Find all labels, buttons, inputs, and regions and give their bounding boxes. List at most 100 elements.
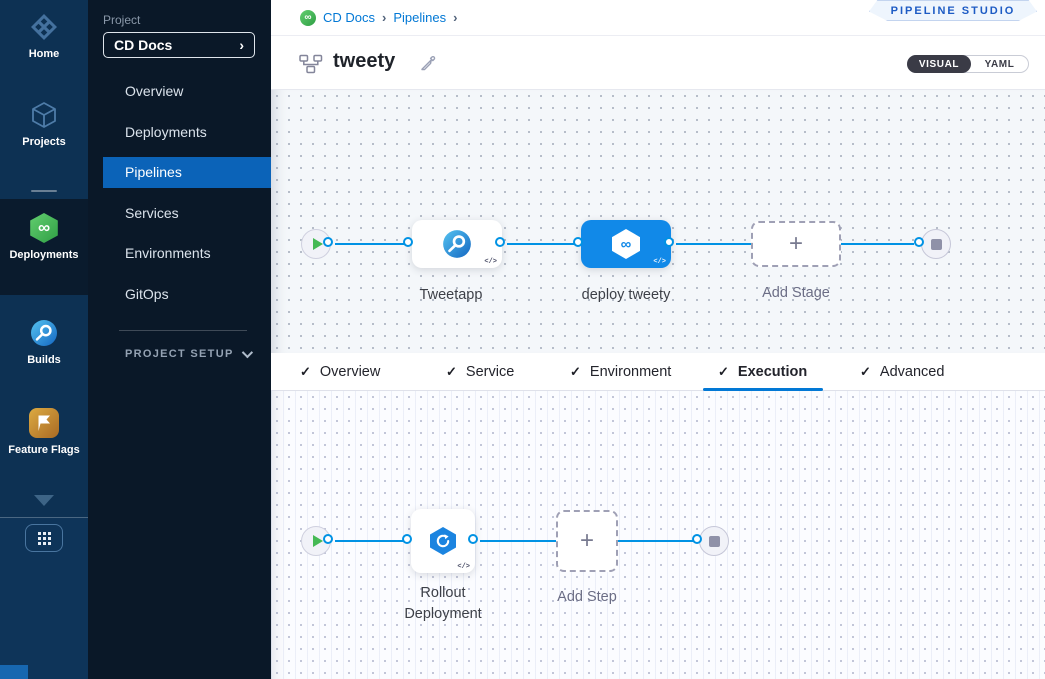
project-section-label: Project	[103, 13, 141, 27]
code-icon[interactable]: </>	[653, 258, 666, 266]
stage-node-deploy-tweety[interactable]: ∞ </>	[581, 220, 671, 268]
toggle-yaml[interactable]: YAML	[984, 58, 1015, 70]
sidebar-item-home[interactable]: Home	[0, 12, 88, 60]
build-stage-icon	[443, 230, 471, 258]
project-selector-value: CD Docs	[114, 37, 173, 53]
check-icon: ✓	[300, 364, 311, 379]
add-step-button[interactable]: +	[556, 510, 618, 572]
step-node-rollout-deployment[interactable]: </>	[411, 509, 475, 573]
edit-pencil-icon[interactable]	[418, 53, 438, 73]
sidebar-item-label: Builds	[27, 354, 61, 366]
home-diamond-icon	[31, 14, 57, 40]
pipeline-title: tweety	[333, 50, 396, 72]
sidebar-item-pipelines[interactable]: Pipelines	[103, 157, 271, 188]
connector-port[interactable]	[403, 237, 413, 247]
sidebar-item-label: Deployments	[9, 249, 79, 261]
cd-stage-icon: ∞	[612, 229, 640, 259]
active-tab-underline	[703, 388, 823, 391]
breadcrumb-separator: ›	[382, 10, 387, 25]
connector-line	[335, 243, 405, 245]
code-icon[interactable]: </>	[457, 563, 470, 571]
project-sidebar: Project CD Docs › Overview Deployments P…	[88, 0, 271, 679]
code-icon[interactable]: </>	[484, 258, 497, 266]
connector-line	[480, 540, 556, 542]
sidebar-item-label: Projects	[22, 136, 66, 148]
breadcrumb-project-link[interactable]: CD Docs	[323, 10, 376, 25]
tab-service[interactable]: ✓ Service	[446, 364, 515, 380]
connector-line	[507, 243, 575, 245]
project-setup-toggle[interactable]: PROJECT SETUP	[125, 346, 254, 360]
sidebar-item-projects[interactable]: Projects	[0, 100, 88, 148]
tab-overview[interactable]: ✓ Overview	[300, 364, 381, 380]
tab-execution[interactable]: ✓ Execution	[718, 364, 808, 380]
add-step-label: Add Step	[557, 589, 617, 605]
connector-line	[676, 243, 751, 245]
plus-icon: +	[579, 527, 594, 554]
breadcrumb-pipelines-link[interactable]: Pipelines	[393, 10, 447, 25]
connector-port[interactable]	[468, 534, 478, 544]
grid-icon	[37, 531, 51, 545]
sidebar-item-deployments-project[interactable]: Deployments	[125, 124, 207, 140]
sidebar-divider	[119, 330, 247, 331]
sidebar-item-environments[interactable]: Environments	[125, 245, 211, 261]
nav-more-chevron-icon[interactable]	[34, 495, 54, 506]
cd-deployments-icon: ∞	[30, 213, 58, 243]
connector-port[interactable]	[692, 534, 702, 544]
execution-end-node[interactable]	[699, 526, 729, 556]
project-selector[interactable]: CD Docs ›	[103, 32, 255, 58]
connector-port[interactable]	[664, 237, 674, 247]
sidebar-item-builds[interactable]: Builds	[0, 318, 88, 366]
chevron-down-icon	[241, 346, 254, 359]
connector-port[interactable]	[402, 534, 412, 544]
connector-port[interactable]	[495, 237, 505, 247]
pipeline-studio-badge: PIPELINE STUDIO	[869, 0, 1037, 21]
apps-grid-button[interactable]	[25, 524, 63, 552]
connector-port[interactable]	[914, 237, 924, 247]
bottom-left-accent	[0, 665, 28, 679]
connector-port[interactable]	[573, 237, 583, 247]
view-toggle[interactable]: VISUAL YAML	[907, 55, 1029, 73]
stage-node-tweetapp[interactable]: </>	[412, 220, 502, 268]
sidebar-item-feature-flags[interactable]: Feature Flags	[0, 408, 88, 456]
execution-canvas[interactable]: </> + Rollout Deployment Add Step	[271, 391, 1045, 679]
connector-line	[618, 540, 694, 542]
toggle-visual[interactable]: VISUAL	[907, 55, 971, 73]
connector-line	[335, 540, 404, 542]
stage-config-tabs: ✓ Overview ✓ Service ✓ Environment ✓ Exe…	[271, 353, 1045, 391]
k8s-rolling-icon	[430, 527, 456, 555]
sidebar-divider	[31, 190, 57, 192]
breadcrumb-separator: ›	[453, 10, 458, 25]
pipeline-end-node[interactable]	[921, 229, 951, 259]
stop-icon	[708, 535, 720, 547]
plus-icon: +	[788, 230, 803, 257]
tab-environment[interactable]: ✓ Environment	[570, 364, 672, 380]
pipeline-studio-badge-label: PIPELINE STUDIO	[890, 4, 1016, 17]
check-icon: ✓	[446, 364, 457, 379]
play-icon	[312, 535, 323, 547]
sidebar-item-overview[interactable]: Overview	[125, 83, 184, 99]
step-label: Rollout Deployment	[404, 585, 482, 622]
sidebar-item-deployments[interactable]: ∞ Deployments	[0, 213, 88, 261]
connector-port[interactable]	[323, 534, 333, 544]
stage-canvas[interactable]: </> ∞ </> + Tweetapp deploy tweety Add S…	[271, 90, 1045, 353]
global-sidebar: Home Projects ∞ Deployments Builds Featu…	[0, 0, 88, 679]
tab-advanced[interactable]: ✓ Advanced	[860, 364, 945, 380]
builds-icon	[31, 320, 57, 346]
connector-line	[841, 243, 914, 245]
pipeline-title-row: tweety VISUAL YAML	[271, 36, 1045, 90]
project-setup-label: PROJECT SETUP	[125, 348, 234, 360]
pipeline-studio-main: ∞ CD Docs › Pipelines › PIPELINE STUDIO …	[271, 0, 1045, 679]
cd-project-icon: ∞	[300, 9, 316, 26]
add-stage-button[interactable]: +	[751, 221, 841, 267]
sidebar-bottom-section	[0, 517, 88, 679]
chevron-right-icon: ›	[239, 37, 244, 53]
play-icon	[312, 238, 323, 250]
feature-flags-icon	[29, 408, 59, 438]
sidebar-item-gitops[interactable]: GitOps	[125, 286, 169, 302]
sidebar-item-label: Feature Flags	[8, 444, 80, 456]
check-icon: ✓	[860, 364, 871, 379]
check-icon: ✓	[570, 364, 581, 379]
pipeline-flow-icon	[299, 54, 323, 74]
connector-port[interactable]	[323, 237, 333, 247]
sidebar-item-services[interactable]: Services	[125, 205, 179, 221]
